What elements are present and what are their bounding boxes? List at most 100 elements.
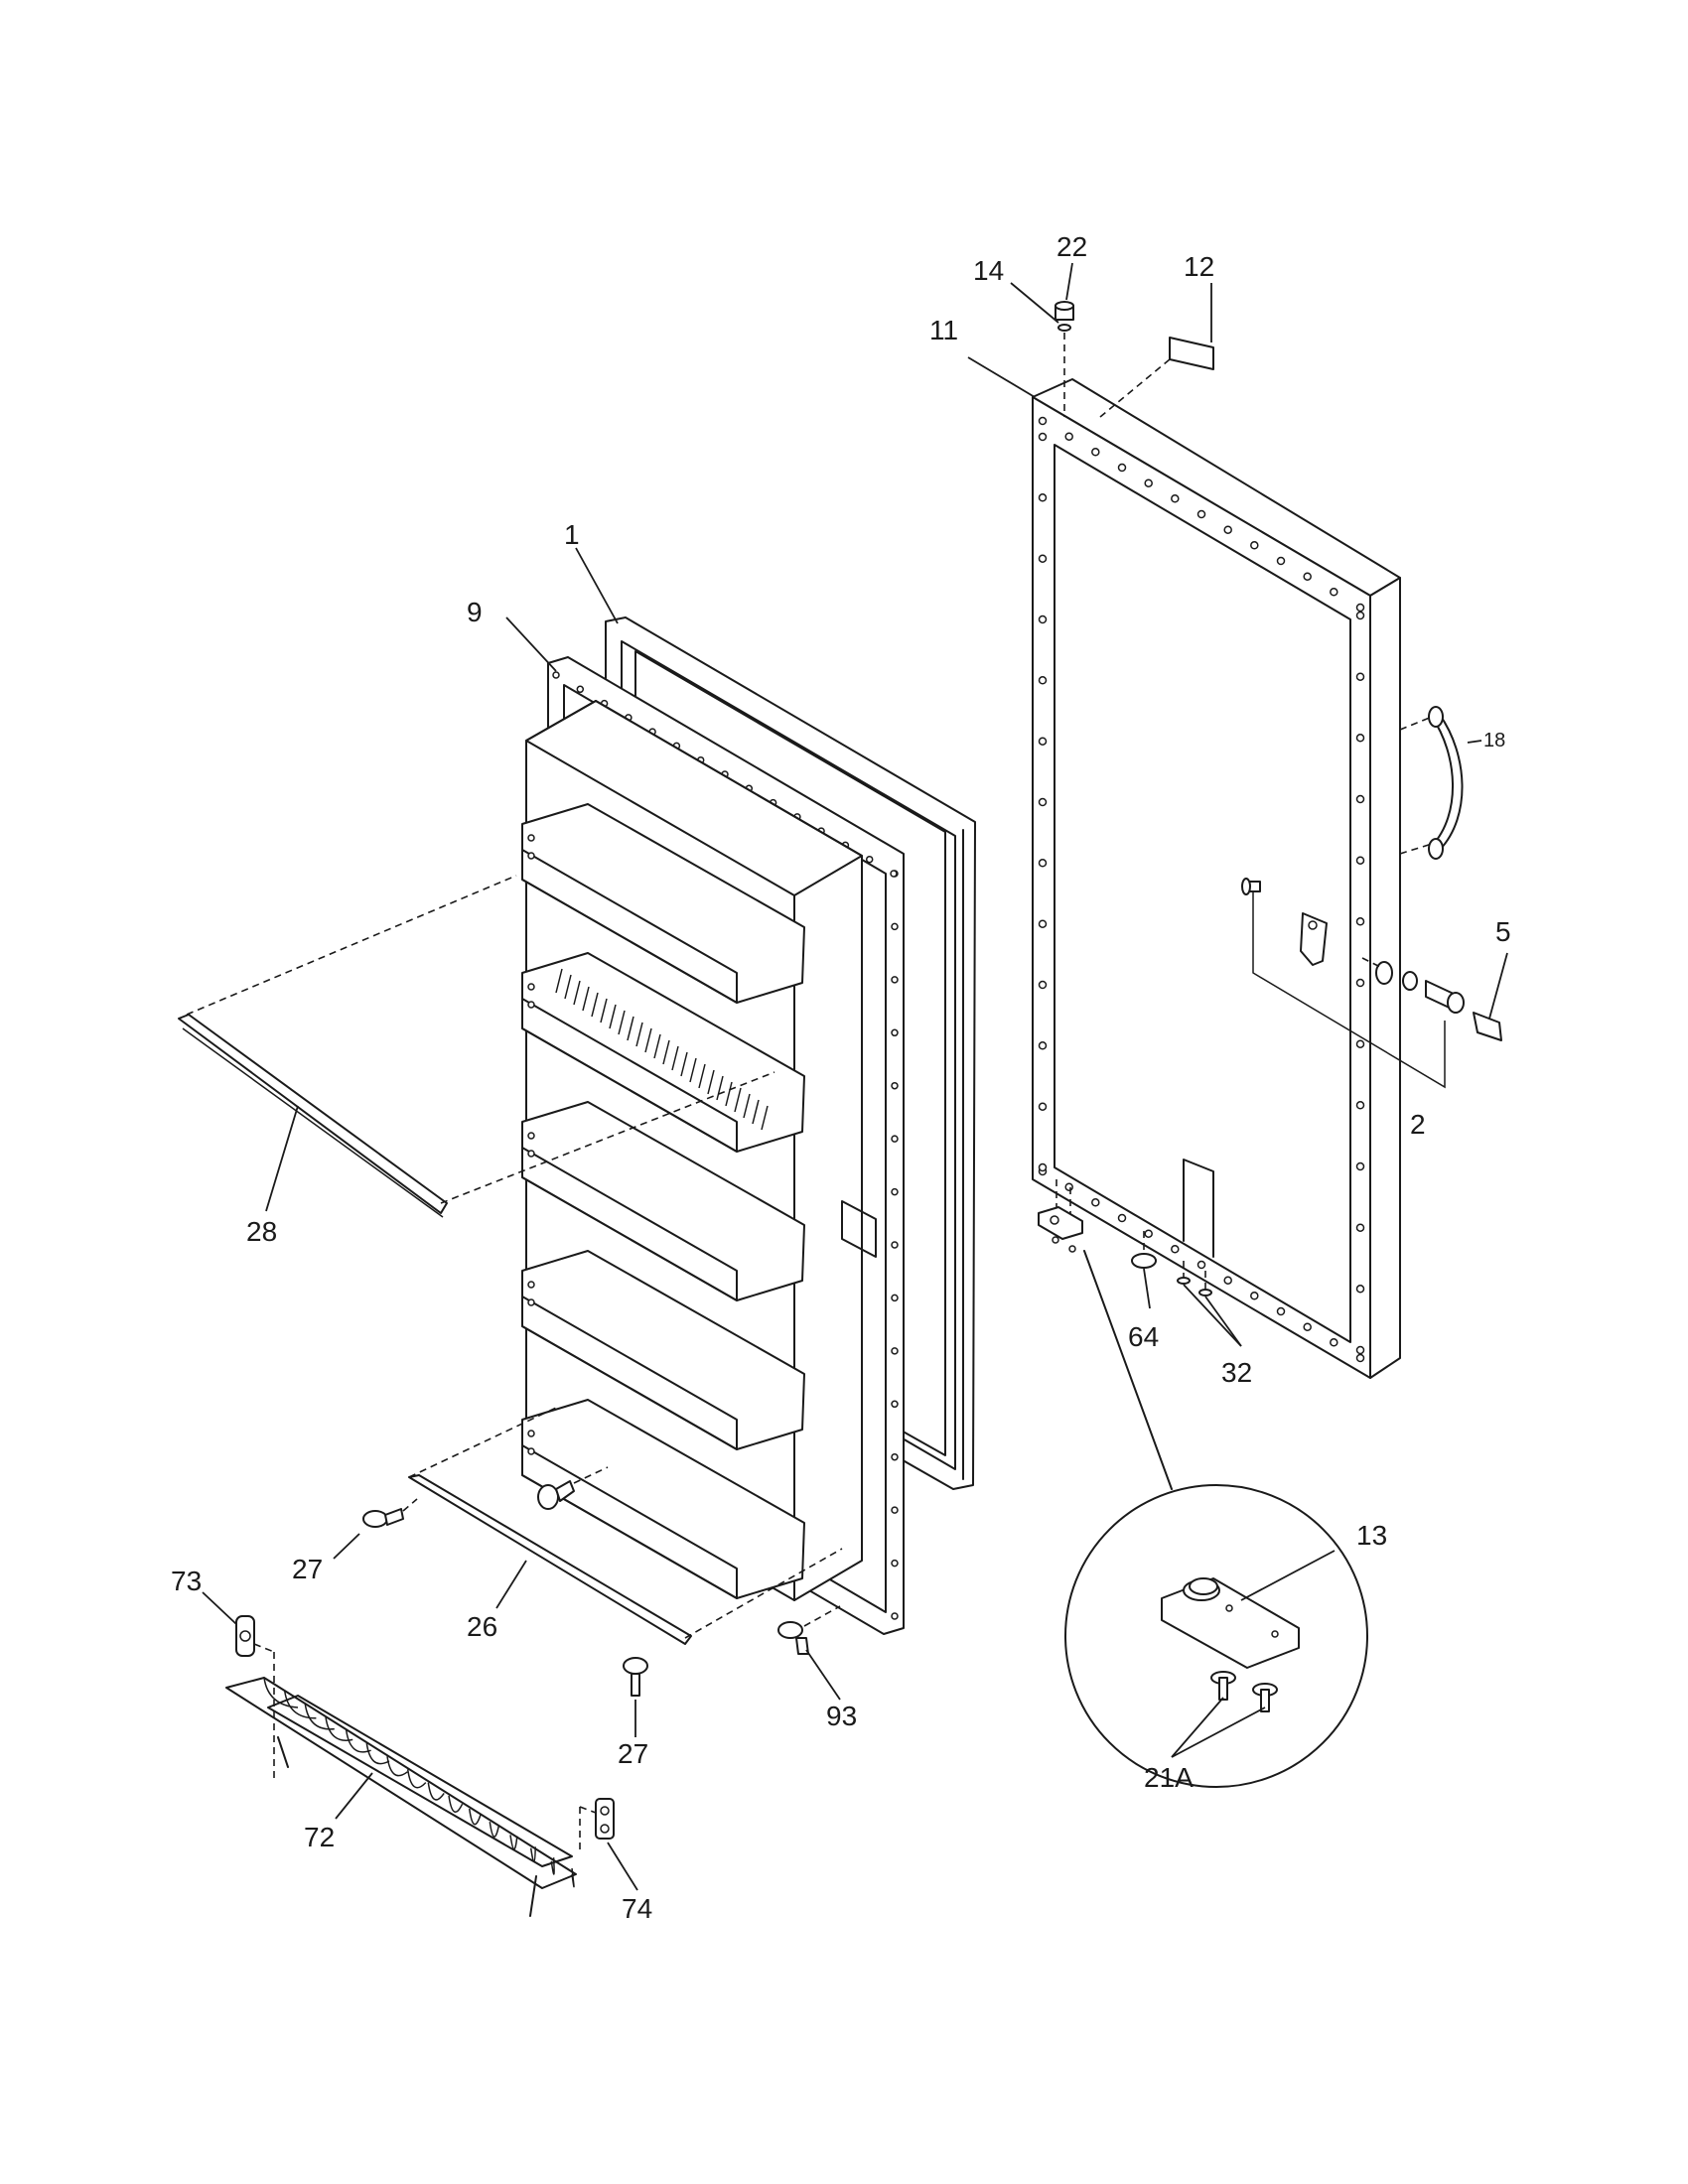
screw-hole (891, 1400, 899, 1409)
screw-icon (1210, 1671, 1236, 1701)
screw-hole (1196, 509, 1206, 519)
push-pin-icon (777, 1605, 841, 1701)
callout-12: 12 (1184, 251, 1214, 282)
screw-hole (891, 1294, 899, 1302)
shelf-grill (555, 968, 769, 1131)
top-hinge-pin-icon (1010, 262, 1074, 417)
screw-hole (891, 1241, 899, 1249)
screw-hole (1355, 794, 1365, 804)
push-pin-icon (333, 1498, 418, 1560)
screw-hole (891, 1135, 899, 1143)
screw-hole (1038, 1102, 1048, 1111)
screw-hole (1144, 478, 1153, 487)
bottom-bar-icon (408, 1407, 843, 1645)
screw-hole (1303, 572, 1312, 581)
screw-hole (891, 1612, 899, 1620)
screw-hole (1276, 556, 1286, 566)
screw-hole (1038, 432, 1048, 442)
callout-9: 9 (467, 597, 483, 627)
door-handle-icon (1428, 706, 1482, 860)
hinge-icon (1038, 1179, 1242, 1490)
door-outer-panel-icon (1032, 378, 1433, 1379)
screw-icon (1252, 1683, 1278, 1712)
screw-hole (891, 1452, 899, 1461)
screw-hole (1117, 463, 1127, 473)
screw-hole (890, 870, 898, 878)
screw-hole (576, 685, 585, 694)
screw-hole (1038, 1162, 1048, 1172)
screw-hole (1038, 676, 1048, 685)
hinge-detail-circle (1064, 1484, 1368, 1788)
screw-hole (1038, 737, 1048, 746)
door-shelf-icon (521, 803, 805, 1004)
screw-hole (1117, 1213, 1127, 1223)
door-shelf-icon (521, 952, 805, 1153)
screw-hole (891, 922, 899, 931)
callout-21a: 21A (1144, 1762, 1194, 1793)
screw-hole (1355, 1101, 1365, 1110)
callout-27-bottom: 27 (618, 1738, 648, 1769)
screw-hole (1064, 1182, 1073, 1191)
screw-hole (1355, 1345, 1365, 1355)
screw-hole (1144, 1229, 1153, 1238)
screw-hole (891, 1081, 899, 1090)
push-pin-icon (537, 1466, 609, 1510)
screw-hole (1355, 734, 1365, 743)
callout-2: 2 (1410, 1109, 1426, 1140)
screw-hole (1355, 672, 1365, 681)
screw-hole (1038, 614, 1048, 624)
screw-hole (1355, 856, 1365, 865)
shelf-rail-icon (178, 875, 775, 1218)
screw-hole (1038, 416, 1048, 426)
callout-74: 74 (622, 1893, 652, 1924)
screw-hole (1276, 1306, 1286, 1316)
screw-hole (1038, 797, 1048, 807)
screw-hole (1196, 1260, 1206, 1270)
callout-27-left: 27 (292, 1554, 323, 1584)
callout-18: 18 (1483, 730, 1505, 751)
screw-hole (891, 1347, 899, 1355)
screw-hole (1355, 1353, 1365, 1363)
callout-64: 64 (1128, 1321, 1159, 1352)
screw-hole (891, 1028, 899, 1037)
callout-28: 28 (246, 1216, 277, 1247)
door-shelf-icon (521, 1250, 805, 1450)
screw-hole (1171, 494, 1180, 503)
screw-hole (1223, 1276, 1232, 1285)
screw-hole (1038, 919, 1048, 928)
wire-basket-icon (225, 1677, 577, 1917)
screw-hole (1171, 1245, 1180, 1254)
screw-hole (1091, 448, 1100, 457)
callout-1: 1 (564, 519, 580, 550)
door-shelf-icon (521, 1399, 805, 1599)
callout-5: 5 (1495, 916, 1511, 947)
callout-26: 26 (467, 1611, 497, 1642)
screw-hole (1250, 1292, 1259, 1300)
screw-hole (1223, 525, 1232, 534)
screw-hole (552, 671, 560, 679)
basket-clip-icon (579, 1798, 638, 1891)
callout-72: 72 (304, 1822, 335, 1852)
screw-hole (1038, 493, 1048, 502)
screw-hole (1355, 1285, 1365, 1294)
callout-32: 32 (1221, 1357, 1252, 1388)
rating-label-icon (1099, 283, 1214, 418)
screw-hole (1355, 1161, 1365, 1171)
screw-hole (1038, 1041, 1048, 1050)
screw-hole (1250, 541, 1259, 550)
screw-hole (891, 976, 899, 984)
screw-hole (1330, 1338, 1338, 1347)
screw-hole (1038, 554, 1048, 563)
push-pin-icon (623, 1657, 648, 1737)
screw-hole (1355, 917, 1365, 926)
screw-hole (1330, 588, 1338, 597)
callout-11: 11 (929, 315, 958, 345)
screw-hole (891, 1187, 899, 1196)
basket-clip-icon (202, 1591, 275, 1779)
callout-14: 14 (973, 255, 1004, 286)
callout-73: 73 (171, 1566, 202, 1596)
door-shelf-icon (521, 1101, 805, 1301)
screw-hole (1038, 859, 1048, 868)
